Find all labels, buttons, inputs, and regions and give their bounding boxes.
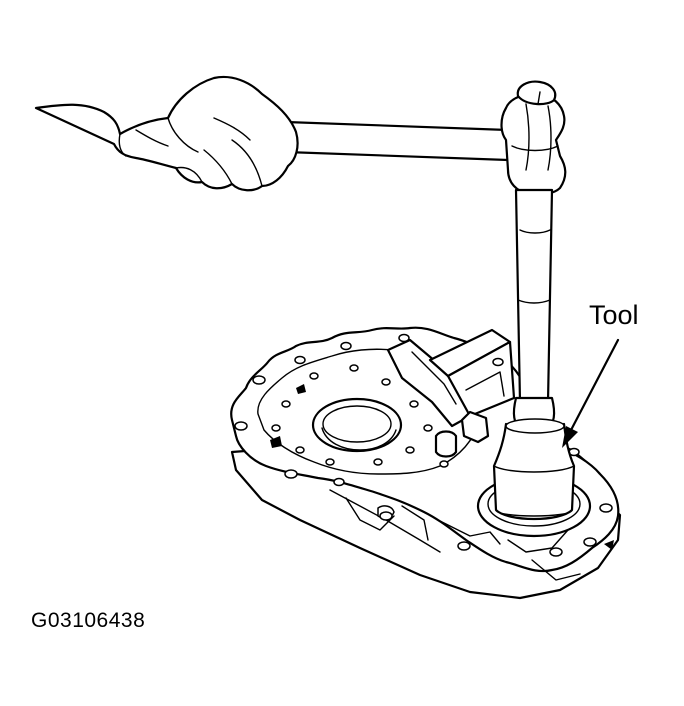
tool — [492, 188, 576, 521]
tool-callout-leader — [562, 338, 620, 448]
hammer — [284, 80, 567, 196]
hand — [34, 75, 299, 192]
figure-code: G03106438 — [31, 609, 146, 632]
tool-callout-label: Tool — [589, 300, 639, 330]
